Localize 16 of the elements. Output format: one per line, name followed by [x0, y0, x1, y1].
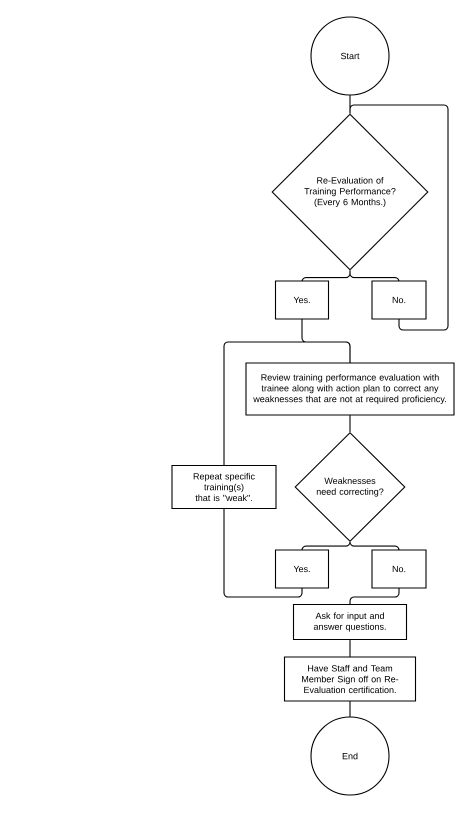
answer-box: Yes. [274, 280, 330, 320]
connector [223, 509, 303, 598]
process-box: Repeat specific training(s) that is "weak". [171, 464, 277, 510]
connector [301, 542, 351, 551]
connector [349, 640, 351, 656]
answer-box: No. [371, 549, 427, 589]
connector [349, 542, 400, 551]
process-box: Have Staff and Team Member Sign off on Re-Evaluation certification. [284, 656, 416, 702]
process-box: Review training performance evaluation with trainee along with action plan to correct any weaknesses that are not at required proficiency. [245, 362, 455, 416]
answer-box: No. [371, 280, 427, 320]
connector [349, 270, 400, 282]
connector [349, 416, 351, 432]
answer-box: Yes. [274, 549, 330, 589]
connector [349, 702, 351, 716]
connector [223, 341, 351, 465]
process-box: Ask for input and answer questions. [292, 604, 408, 640]
